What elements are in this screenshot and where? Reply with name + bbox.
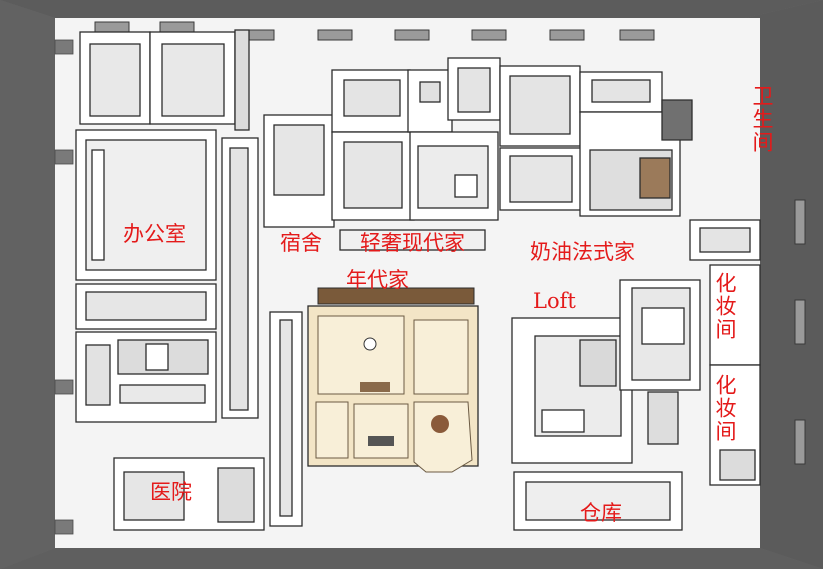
label-office: 办公室 <box>123 222 186 246</box>
label-hospital: 医院 <box>150 480 192 504</box>
bathroom-makeup-block <box>689 219 761 486</box>
label-makeup-room-2: 化妆间 <box>713 374 737 443</box>
loft-block <box>511 279 701 464</box>
label-bathroom: 卫生间 <box>750 85 774 154</box>
label-era-home: 年代家 <box>346 268 409 292</box>
label-loft: Loft <box>533 289 576 313</box>
era-home-block <box>307 287 479 473</box>
french-block <box>499 65 693 217</box>
hospital-block <box>113 457 265 531</box>
partition-walls <box>269 311 303 527</box>
office-block <box>75 29 259 423</box>
label-dorm: 宿舍 <box>280 231 322 255</box>
label-makeup-room-1: 化妆间 <box>713 272 737 341</box>
label-cream-french-home: 奶油法式家 <box>530 240 635 264</box>
dorm-luxury-block <box>263 57 501 251</box>
label-warehouse: 仓库 <box>580 501 622 525</box>
label-light-luxury-home: 轻奢现代家 <box>360 231 465 255</box>
warehouse-block <box>513 471 683 531</box>
